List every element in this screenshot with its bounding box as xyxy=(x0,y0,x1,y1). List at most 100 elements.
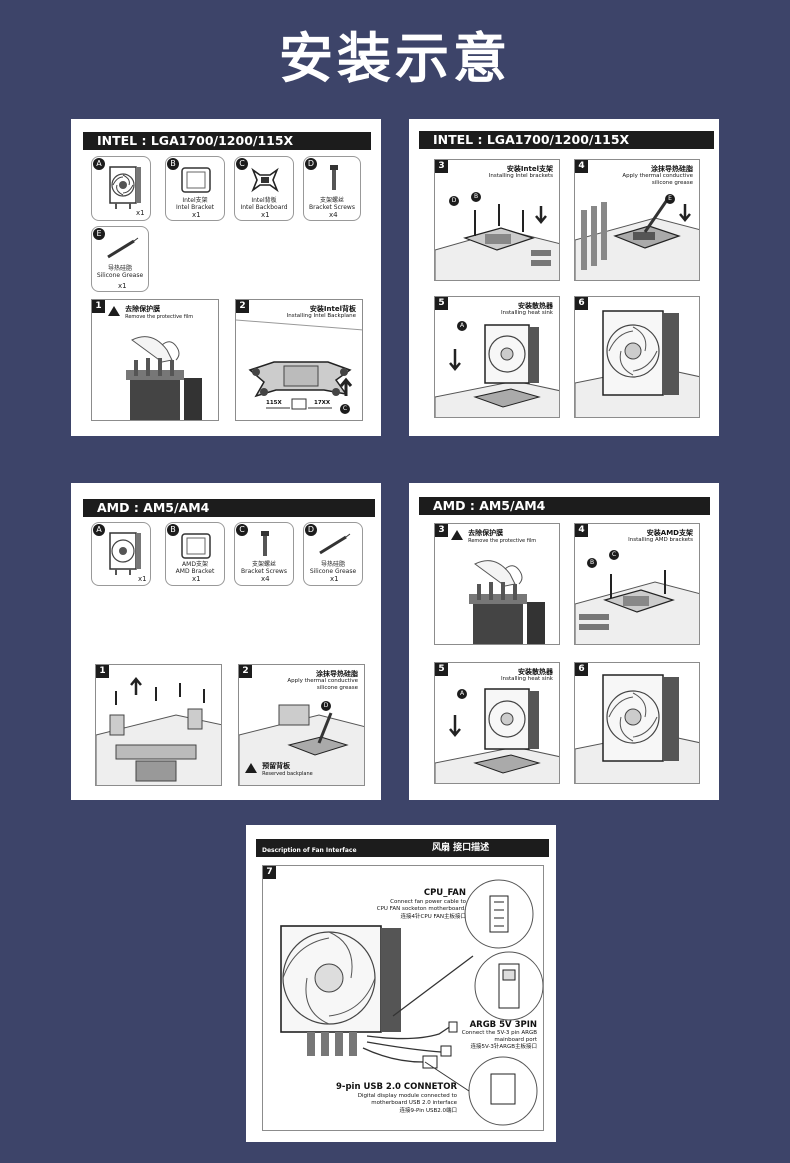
step-number: 5 xyxy=(435,663,448,676)
callout-d: D xyxy=(449,196,459,206)
remove-bracket-illustration xyxy=(96,677,221,785)
step-title-en: Installing Intel brackets xyxy=(488,173,553,179)
part-letter: C xyxy=(236,158,248,170)
argb-en: Connect the 5V-3 pin ARGB mainboard port xyxy=(461,1030,537,1043)
callout-c: C xyxy=(340,404,350,414)
part-letter: B xyxy=(167,158,179,170)
intel-step-2: 2 安装Intel背板 Installing Intel Backplane 1… xyxy=(235,299,363,421)
step-number: 2 xyxy=(236,300,249,313)
amd-bracket-illustration xyxy=(575,570,699,644)
intel-header: INTEL : LGA1700/1200/115X xyxy=(83,132,371,150)
part-qty: x4 xyxy=(261,575,270,583)
part-caption: AMD支架 AMD Bracket xyxy=(175,561,215,575)
step-title-cn: 安装散热器 xyxy=(518,668,553,676)
step-number: 1 xyxy=(96,665,109,678)
step-number: 5 xyxy=(435,297,448,310)
heatsink-icon xyxy=(109,532,141,575)
argb-title: ARGB 5V 3PIN xyxy=(469,1020,537,1030)
part-qty: x1 xyxy=(138,575,147,583)
step-number: 4 xyxy=(575,160,588,173)
step-number: 3 xyxy=(435,524,448,537)
part-letter: B xyxy=(167,524,179,536)
part-qty: x1 xyxy=(261,211,270,219)
step-title-en: Remove the protective film xyxy=(468,538,537,544)
part-qty: x1 xyxy=(136,209,145,217)
syringe-icon xyxy=(107,237,139,259)
backplane-illustration xyxy=(236,319,362,410)
step-title-cn: 安装AMD支架 xyxy=(646,529,693,537)
warning-icon xyxy=(451,530,463,540)
part-qty: x1 xyxy=(118,282,127,290)
fan-header-en: Description of Fan Interface xyxy=(262,847,357,854)
part-caption: 支架螺丝 Bracket Screws xyxy=(241,561,287,575)
part-letter: A xyxy=(93,524,105,536)
heatsink-install-illustration xyxy=(435,324,559,417)
part-d-silicone-grease: D 导热硅脂 Silicone Grease x1 xyxy=(303,522,363,586)
remove-film-illustration xyxy=(469,560,545,644)
step-number: 2 xyxy=(239,665,252,678)
part-d-bracket-screws: D 支架螺丝 Bracket Screws x4 xyxy=(303,156,361,221)
part-b-amd-bracket: B AMD支架 AMD Bracket x1 xyxy=(165,522,225,586)
part-caption: 导热硅脂 Silicone Grease xyxy=(96,265,144,279)
amd-grease-illustration xyxy=(239,704,364,785)
part-caption: 支架螺丝 Bracket Screws xyxy=(309,197,355,211)
usb-en: Digital display module connected to moth… xyxy=(357,1093,457,1106)
part-qty: x4 xyxy=(329,211,338,219)
amd-header-2: AMD : AM5/AM4 xyxy=(419,497,710,515)
intel-step-5: 5 安装散热器 Installing heat sink A xyxy=(434,296,560,418)
step-title-cn: 安装Intel背板 xyxy=(309,305,356,313)
fan-header: Description of Fan Interface 风扇 接口描述 xyxy=(256,839,549,857)
step-title-cn: 涂抹导热硅脂 xyxy=(316,670,358,678)
note-en: Reserved backplane xyxy=(262,771,313,777)
part-letter: D xyxy=(305,158,317,170)
intel-header-2: INTEL : LGA1700/1200/115X xyxy=(419,131,714,149)
usb-cn: 连接9-Pin USB2.0端口 xyxy=(399,1108,457,1114)
fan-step-7: 7 xyxy=(262,865,544,1131)
amd-step-6: 6 xyxy=(574,662,700,784)
intel-parts-sheet: INTEL : LGA1700/1200/115X A x1 B Intel支架… xyxy=(71,119,381,436)
callout-a: A xyxy=(457,321,467,331)
callout-c: C xyxy=(609,550,619,560)
screw-icon xyxy=(261,531,269,556)
bracket-icon xyxy=(181,167,211,193)
fan-header-cn: 风扇 接口描述 xyxy=(432,843,490,853)
step-title-cn: 涂抹导热硅脂 xyxy=(651,165,693,173)
part-a-heatsink: A x1 xyxy=(91,522,151,586)
screw-icon xyxy=(330,165,338,190)
amd-parts-sheet: AMD : AM5/AM4 A x1 B AMD支架 AMD Bracket x… xyxy=(71,483,381,800)
cpu-fan-title: CPU_FAN xyxy=(423,888,466,898)
intel-step-6: 6 xyxy=(574,296,700,418)
socket-mark-left: 115X xyxy=(266,400,282,406)
step-number: 6 xyxy=(575,297,588,310)
step-title-en: Remove the protective film xyxy=(125,314,194,320)
amd-header: AMD : AM5/AM4 xyxy=(83,499,375,517)
part-qty: x1 xyxy=(330,575,339,583)
step-title-en: Installing Intel Backplane xyxy=(286,313,356,319)
bracket-icon xyxy=(181,533,211,559)
bracket-install-illustration xyxy=(435,204,559,280)
heatsink-icon xyxy=(109,166,141,209)
step-number: 3 xyxy=(435,160,448,173)
syringe-icon xyxy=(319,533,351,555)
intel-steps-sheet: INTEL : LGA1700/1200/115X 3 安装Intel支架 In… xyxy=(409,119,719,436)
part-a-heatsink: A x1 xyxy=(91,156,151,221)
step-number: 4 xyxy=(575,524,588,537)
callout-e: E xyxy=(665,194,675,204)
remove-film-illustration xyxy=(126,336,202,420)
part-caption: 导热硅脂 Silicone Grease xyxy=(309,561,357,575)
callout-b: B xyxy=(471,192,481,202)
part-letter: E xyxy=(93,228,105,240)
installed-cooler-illustration xyxy=(575,674,699,783)
thermal-grease-illustration xyxy=(575,199,699,280)
part-c-bracket-screws: C 支架螺丝 Bracket Screws x4 xyxy=(234,522,294,586)
fan-wiring-illustration xyxy=(280,879,543,1126)
note-cn: 预留背板 xyxy=(262,762,291,770)
step-number: 7 xyxy=(263,866,276,879)
heatsink-install-illustration xyxy=(435,688,559,783)
part-b-intel-bracket: B Intel支架 Intel Bracket x1 xyxy=(165,156,225,221)
